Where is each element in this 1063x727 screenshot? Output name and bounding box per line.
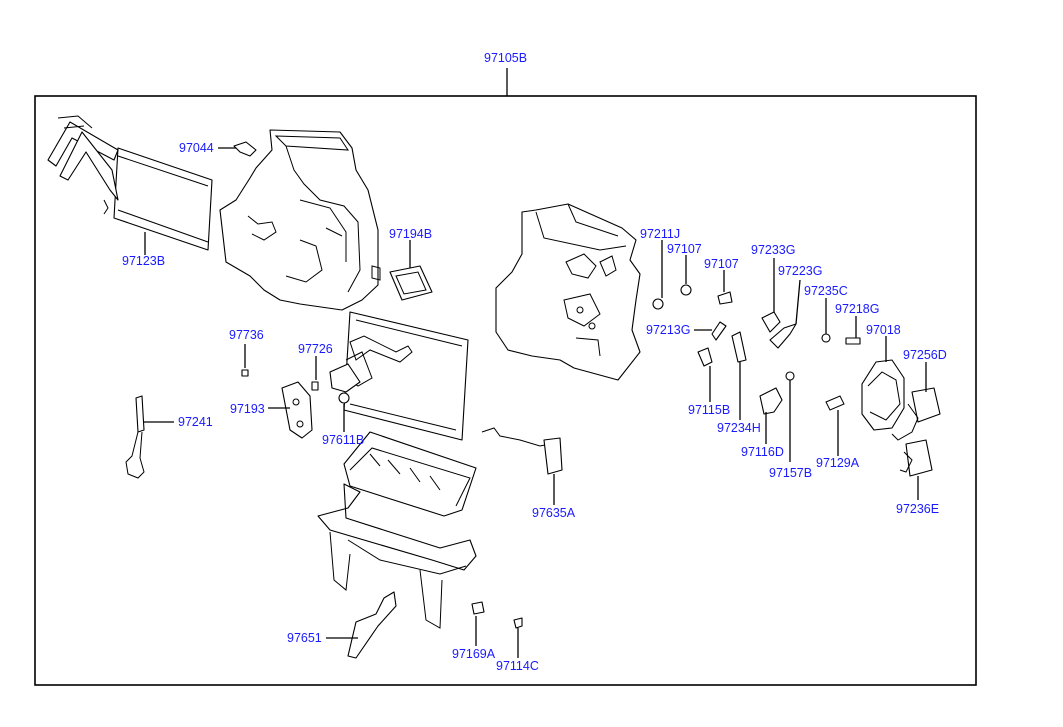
heater-unit-part[interactable] bbox=[495, 203, 641, 381]
label-97611B[interactable]: 97611B bbox=[322, 433, 365, 447]
bracket-97236E-part[interactable] bbox=[899, 439, 933, 477]
assembly-frame bbox=[34, 95, 977, 686]
part-97235C[interactable] bbox=[821, 333, 831, 343]
label-97218G[interactable]: 97218G bbox=[835, 302, 880, 316]
screw-97114C-part[interactable] bbox=[513, 617, 523, 629]
label-97213G[interactable]: 97213G bbox=[646, 323, 691, 337]
label-97236E[interactable]: 97236E bbox=[896, 502, 940, 516]
part-97234H[interactable] bbox=[731, 331, 747, 363]
nut-97726-part[interactable] bbox=[311, 381, 319, 391]
part-97233G[interactable] bbox=[761, 311, 781, 333]
label-97235C[interactable]: 97235C bbox=[804, 284, 848, 298]
bracket-part[interactable] bbox=[317, 483, 477, 629]
gasket-part[interactable] bbox=[281, 381, 313, 439]
label-97726[interactable]: 97726 bbox=[298, 342, 333, 356]
part-97107b[interactable] bbox=[717, 291, 733, 305]
heater-case-part[interactable] bbox=[219, 129, 381, 311]
heater-core-part[interactable] bbox=[47, 115, 213, 251]
part-97115B[interactable] bbox=[697, 347, 713, 367]
label-97107-b[interactable]: 97107 bbox=[704, 257, 739, 271]
label-97223G[interactable]: 97223G bbox=[778, 264, 823, 278]
bolt-97736-part[interactable] bbox=[241, 369, 249, 377]
sensor-97635A-part[interactable] bbox=[481, 427, 563, 475]
label-97234H[interactable]: 97234H bbox=[717, 421, 761, 435]
fastener-97169A-part[interactable] bbox=[471, 601, 485, 615]
label-97169A[interactable]: 97169A bbox=[452, 647, 496, 661]
sensor-97241-part[interactable] bbox=[125, 395, 145, 479]
label-97635A[interactable]: 97635A bbox=[532, 506, 576, 520]
duct-97651-part[interactable] bbox=[347, 591, 397, 659]
label-97107-a[interactable]: 97107 bbox=[667, 242, 702, 256]
label-97129A[interactable]: 97129A bbox=[816, 456, 860, 470]
label-97194B[interactable]: 97194B bbox=[389, 227, 433, 241]
label-97211J[interactable]: 97211J bbox=[640, 227, 681, 241]
label-97157B[interactable]: 97157B bbox=[769, 466, 813, 480]
evaporator-part[interactable] bbox=[329, 311, 469, 441]
part-97218G[interactable] bbox=[845, 337, 861, 345]
part-97107a[interactable] bbox=[680, 284, 692, 296]
label-97233G[interactable]: 97233G bbox=[751, 243, 796, 257]
label-97256D[interactable]: 97256D bbox=[903, 348, 947, 362]
label-97018[interactable]: 97018 bbox=[866, 323, 901, 337]
part-97223G[interactable] bbox=[769, 323, 797, 349]
leader-97223G bbox=[795, 279, 801, 325]
label-97651[interactable]: 97651 bbox=[287, 631, 322, 645]
actuator-97018-part[interactable] bbox=[861, 359, 905, 431]
label-97114C[interactable]: 97114C bbox=[496, 659, 539, 673]
clip-part[interactable] bbox=[233, 141, 257, 157]
part-97129A[interactable] bbox=[825, 395, 845, 411]
bracket-97256D-part[interactable] bbox=[891, 387, 941, 441]
label-97044[interactable]: 97044 bbox=[179, 141, 214, 155]
label-97193[interactable]: 97193 bbox=[230, 402, 265, 416]
part-97211J[interactable] bbox=[652, 298, 664, 310]
part-97213G[interactable] bbox=[711, 321, 727, 341]
part-97157B[interactable] bbox=[785, 371, 795, 381]
label-97116D[interactable]: 97116D bbox=[741, 445, 784, 459]
label-97105B[interactable]: 97105B bbox=[484, 51, 528, 65]
label-97115B[interactable]: 97115B bbox=[688, 403, 731, 417]
label-97736[interactable]: 97736 bbox=[229, 328, 264, 342]
lower-case-part[interactable] bbox=[343, 431, 477, 517]
label-97123B[interactable]: 97123B bbox=[122, 254, 166, 268]
part-97116D[interactable] bbox=[759, 387, 783, 415]
label-97241[interactable]: 97241 bbox=[178, 415, 213, 429]
grommet-part[interactable] bbox=[389, 265, 433, 301]
